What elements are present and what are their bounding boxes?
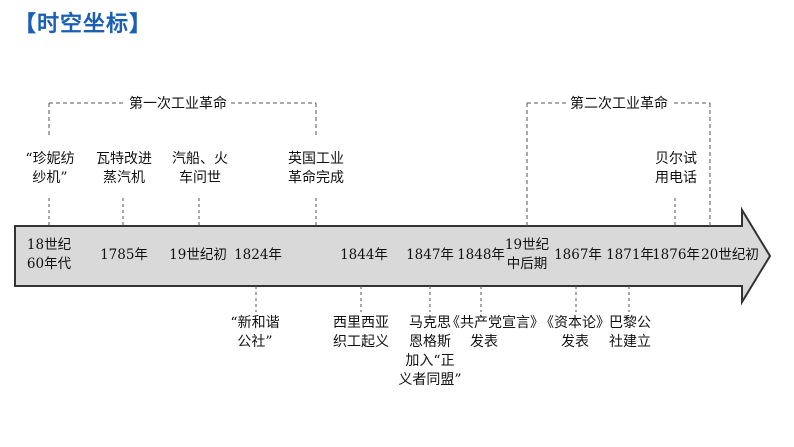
- event-silesian-weavers: 西里西亚 织工起义: [333, 315, 389, 350]
- tick-20c-early: 20世纪初: [701, 247, 759, 263]
- tick-1824: 1824年: [234, 247, 282, 263]
- event-new-harmony: “新和谐 公社”: [230, 315, 280, 350]
- tick-1867: 1867年: [554, 247, 602, 263]
- tick-18c-60s: 18世纪 60年代: [26, 237, 72, 272]
- tick-1871: 1871年: [606, 247, 654, 263]
- connectors-above: [48, 198, 676, 226]
- event-steamship-train: 汽船、火 车问世: [172, 151, 228, 186]
- tick-19c-early: 19世纪初: [169, 247, 227, 263]
- connectors-below: [255, 286, 630, 312]
- event-communist-manifesto: 《共产党宣言》 发表: [446, 315, 544, 350]
- event-marx-engels-join: 马克思 恩格斯 加入“正 义者同盟”: [398, 315, 462, 388]
- tick-1848: 1848年: [457, 247, 505, 263]
- tick-1847: 1847年: [406, 247, 454, 263]
- timeline-arrow: [14, 206, 772, 306]
- tick-1876: 1876年: [652, 247, 700, 263]
- first-revolution-label: 第一次工业革命: [125, 93, 231, 113]
- event-spinning-jenny: “珍妮纺 纱机”: [25, 151, 75, 186]
- tick-1844: 1844年: [340, 247, 388, 263]
- tick-1785: 1785年: [100, 247, 148, 263]
- event-das-kapital: 《资本论》 发表: [540, 315, 610, 350]
- event-british-revolution-complete: 英国工业 革命完成: [288, 151, 344, 186]
- section-title: 【时空坐标】: [14, 12, 153, 37]
- tick-19c-mid-late: 19世纪 中后期: [504, 237, 550, 272]
- second-revolution-label: 第二次工业革命: [566, 93, 672, 113]
- event-watt-steam-engine: 瓦特改进 蒸汽机: [96, 151, 152, 186]
- event-bell-telephone: 贝尔试 用电话: [655, 151, 697, 186]
- event-paris-commune: 巴黎公 社建立: [609, 315, 651, 350]
